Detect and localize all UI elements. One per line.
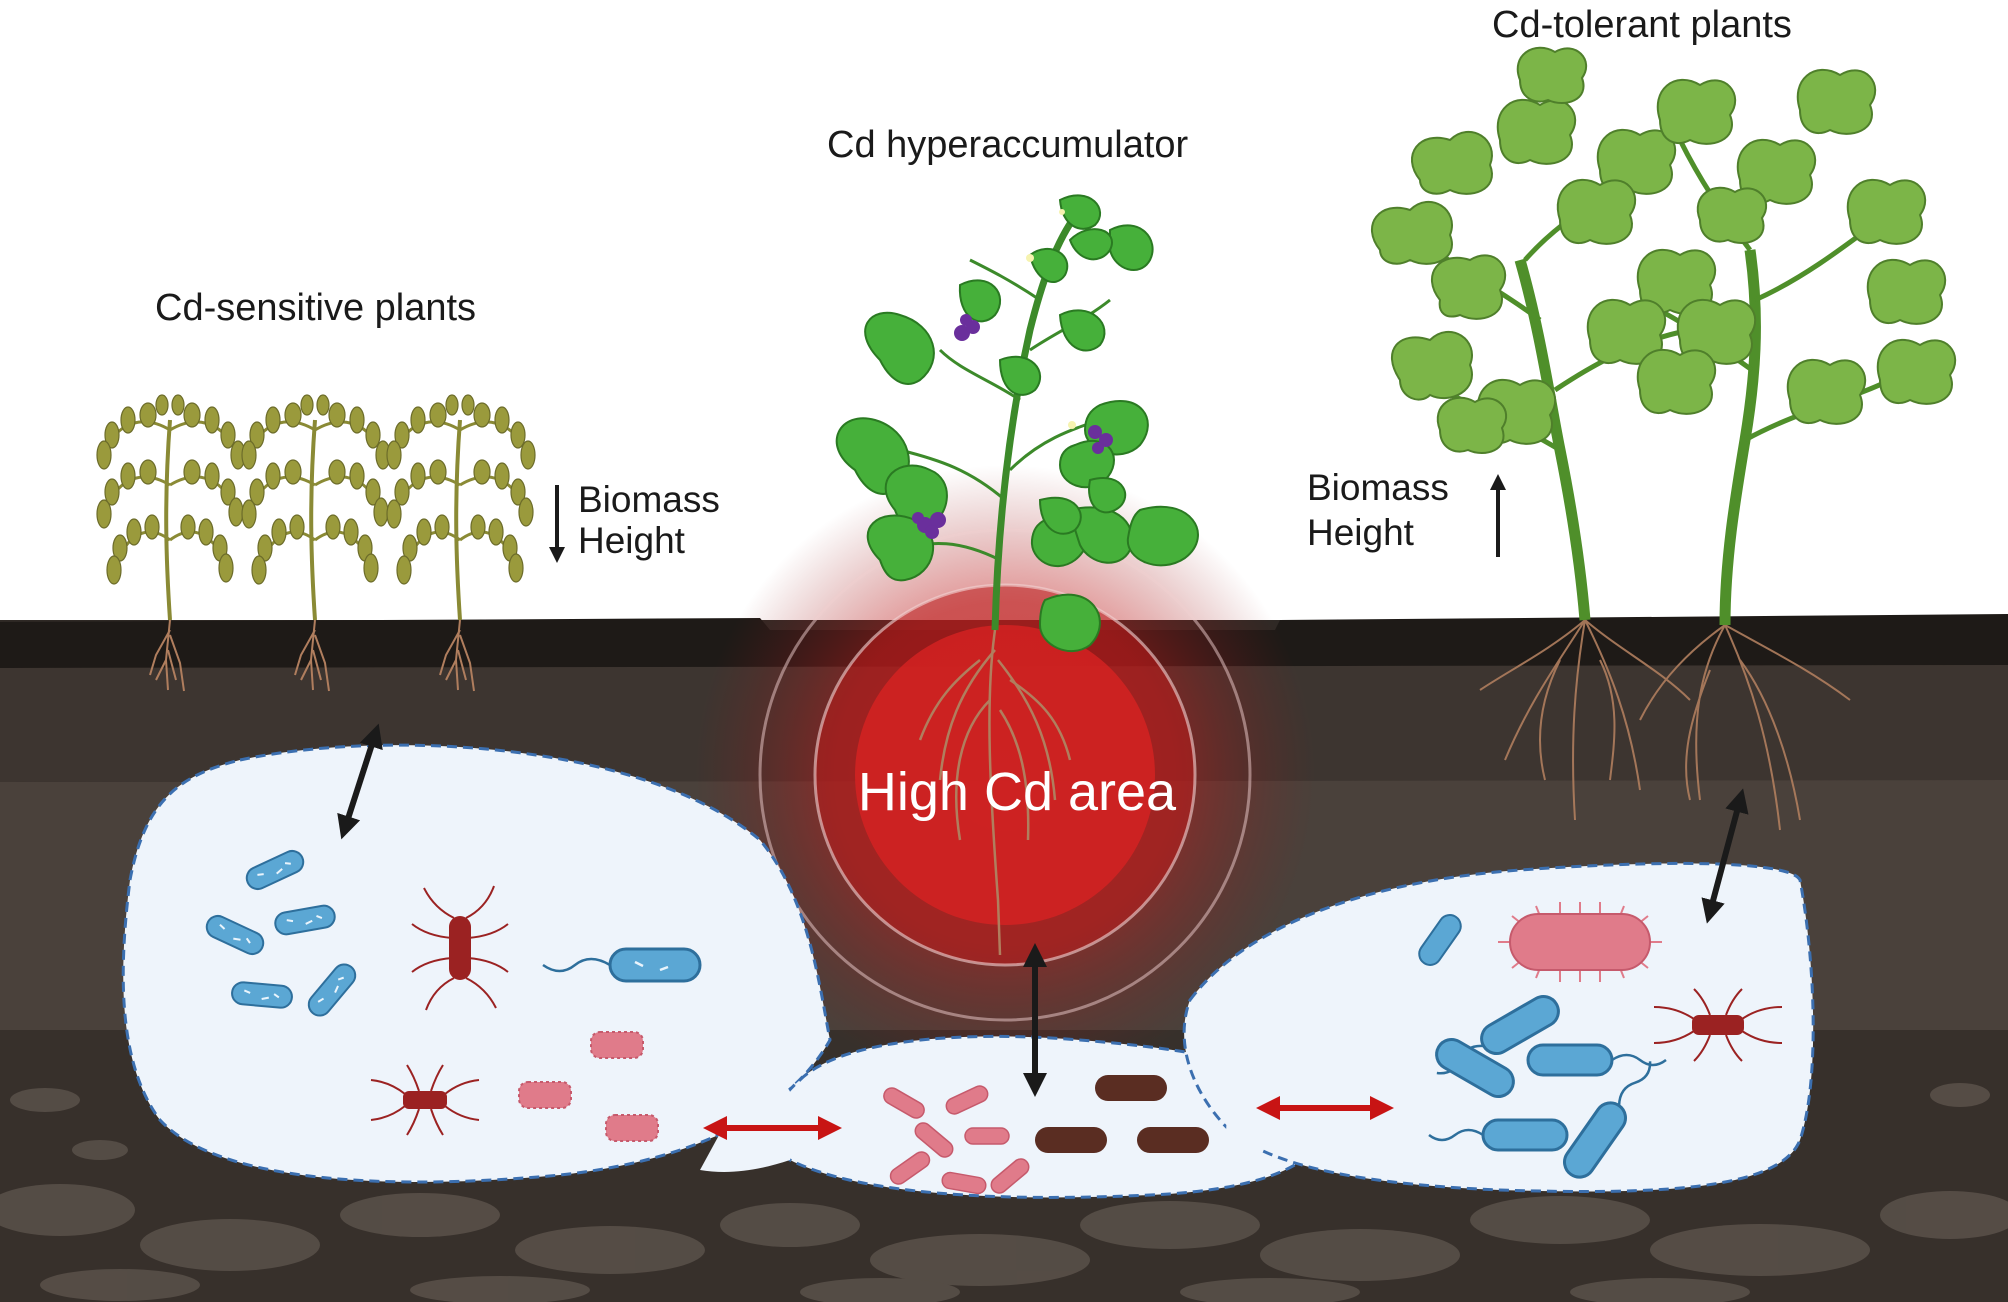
tomato-plant-icon xyxy=(1370,46,1957,831)
bacteria-icon xyxy=(1526,1043,1667,1077)
bacteria-icon xyxy=(889,1151,931,1185)
bacteria-icon xyxy=(274,904,336,936)
berry-icon xyxy=(925,525,939,539)
bacteria-icon xyxy=(307,963,357,1017)
berry-icon xyxy=(912,512,924,524)
berry-icon xyxy=(930,512,946,528)
bacteria-icon xyxy=(1435,1038,1515,1098)
right-indicator: Biomass Height xyxy=(1307,467,1506,557)
arrow-right-plants-to-pocket xyxy=(1701,788,1749,924)
berry-icon xyxy=(1092,442,1104,454)
berry-icon xyxy=(1099,433,1113,447)
interaction-arrows xyxy=(337,723,1749,1140)
bacteria-icon xyxy=(231,981,293,1009)
berry-icon xyxy=(1088,425,1102,439)
high-cd-area-label: High Cd area xyxy=(858,762,1177,822)
bacteria-icon xyxy=(1095,1075,1167,1101)
bacteria-icon xyxy=(411,885,509,1011)
left-biomass-label: Biomass xyxy=(578,479,720,520)
bacteria-icon xyxy=(205,914,265,956)
bacteria-icon xyxy=(605,1114,659,1142)
nightshade-plant-icon xyxy=(835,194,1199,956)
berry-icon xyxy=(960,314,972,326)
left-indicator: Biomass Height xyxy=(549,479,720,563)
bacteria-center-group xyxy=(883,1075,1209,1195)
bacteria-icon xyxy=(590,1031,644,1059)
bacteria-icon xyxy=(1436,995,1560,1075)
bacteria-icon xyxy=(1653,988,1783,1062)
bacteria-right-group xyxy=(1418,902,1783,1179)
berry-icon xyxy=(954,325,970,341)
bacteria-icon xyxy=(914,1122,954,1158)
left-height-label: Height xyxy=(578,520,686,561)
tolerant-plants-label: Cd-tolerant plants xyxy=(1492,4,1792,46)
bacteria-icon xyxy=(518,1081,572,1109)
pocket-bridge-left xyxy=(700,1060,800,1172)
bacteria-icon xyxy=(1428,1118,1569,1152)
right-biomass-label: Biomass xyxy=(1307,467,1449,508)
arrow-left-plants-to-pocket xyxy=(337,723,383,840)
bacteria-icon xyxy=(370,1064,480,1136)
bacteria-icon xyxy=(945,1085,989,1115)
hyperaccumulator-label: Cd hyperaccumulator xyxy=(827,124,1189,166)
bacteria-left-group xyxy=(205,849,702,1142)
bacteria-icon xyxy=(1498,902,1662,982)
high-cd-area xyxy=(695,465,1315,1085)
bacteria-icon xyxy=(245,849,305,891)
bacteria-icon xyxy=(1137,1127,1209,1153)
bacteria-icon xyxy=(941,1171,987,1195)
right-height-label: Height xyxy=(1307,512,1415,553)
bacteria-icon xyxy=(1418,914,1462,966)
bacteria-icon xyxy=(1035,1127,1107,1153)
wilted-plant-icon xyxy=(96,394,246,692)
bacteria-icon xyxy=(1563,1061,1652,1179)
bacteria-icon xyxy=(542,947,702,983)
bacteria-icon xyxy=(883,1087,925,1119)
bacteria-icon xyxy=(990,1158,1030,1194)
sensitive-plants-label: Cd-sensitive plants xyxy=(155,287,476,329)
bacteria-icon xyxy=(964,1127,1010,1145)
